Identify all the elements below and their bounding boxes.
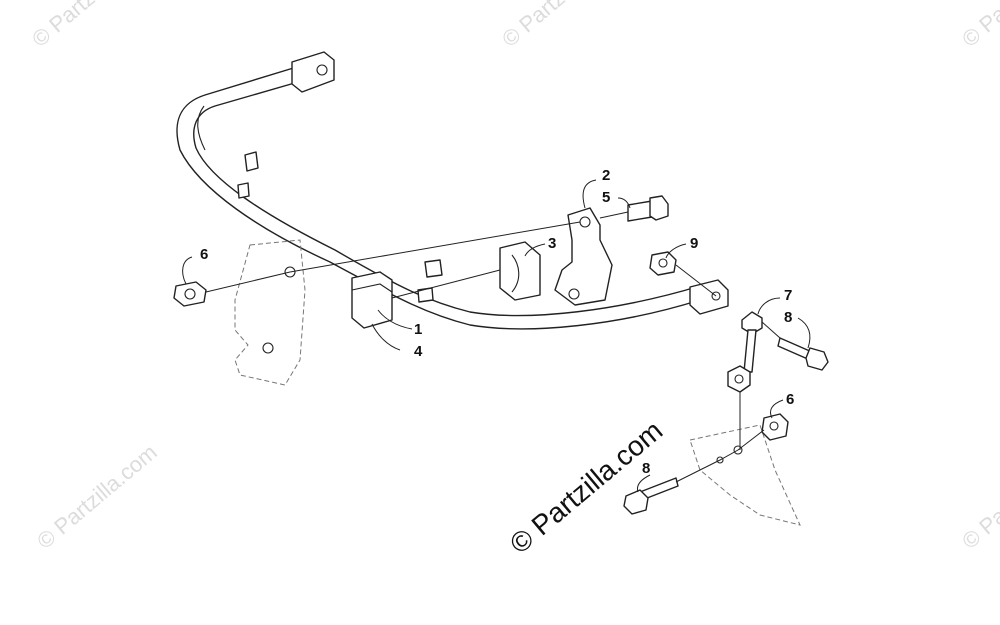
bolt-8-right	[777, 337, 829, 371]
watermark-main: © Partzilla.com	[504, 415, 668, 560]
callout-4: 4	[414, 343, 423, 360]
callout-7: 7	[784, 287, 792, 304]
clamp	[554, 207, 613, 306]
nut-6-left	[173, 281, 207, 307]
link-rod	[727, 311, 763, 393]
callout-9: 9	[690, 235, 698, 252]
watermark-bottom-right: © Partzilla.com	[957, 439, 1000, 553]
watermark-mid-left: © Partzilla.com	[32, 439, 162, 553]
callout-8-right: 8	[784, 309, 792, 326]
callout-1: 1	[414, 321, 422, 338]
callout-6-right: 6	[786, 391, 794, 408]
callout-leaders	[182, 179, 811, 493]
callouts: 1 2 3 4 5 6 6 7 8 8 9	[200, 167, 794, 477]
sway-bar	[176, 51, 729, 330]
alignment-lines	[205, 211, 781, 483]
frame-bracket-left	[234, 239, 306, 386]
bolt-5	[627, 195, 669, 222]
watermark-top-center: © Partzilla.com	[497, 0, 627, 52]
callout-2: 2	[602, 167, 610, 184]
callout-8-lower: 8	[642, 460, 650, 477]
nut-9	[649, 251, 677, 276]
callout-6-left: 6	[200, 246, 208, 263]
bolt-8-lower	[623, 477, 679, 515]
watermark-top-right: © Partzilla.com	[957, 0, 1000, 52]
half-bushing	[499, 241, 541, 301]
bushing	[351, 271, 393, 329]
watermark-top-left: © Partzilla.com	[27, 0, 157, 52]
nut-6-right	[761, 413, 789, 441]
frame-bracket-right	[689, 424, 801, 526]
callout-5: 5	[602, 189, 610, 206]
callout-3: 3	[548, 235, 556, 252]
